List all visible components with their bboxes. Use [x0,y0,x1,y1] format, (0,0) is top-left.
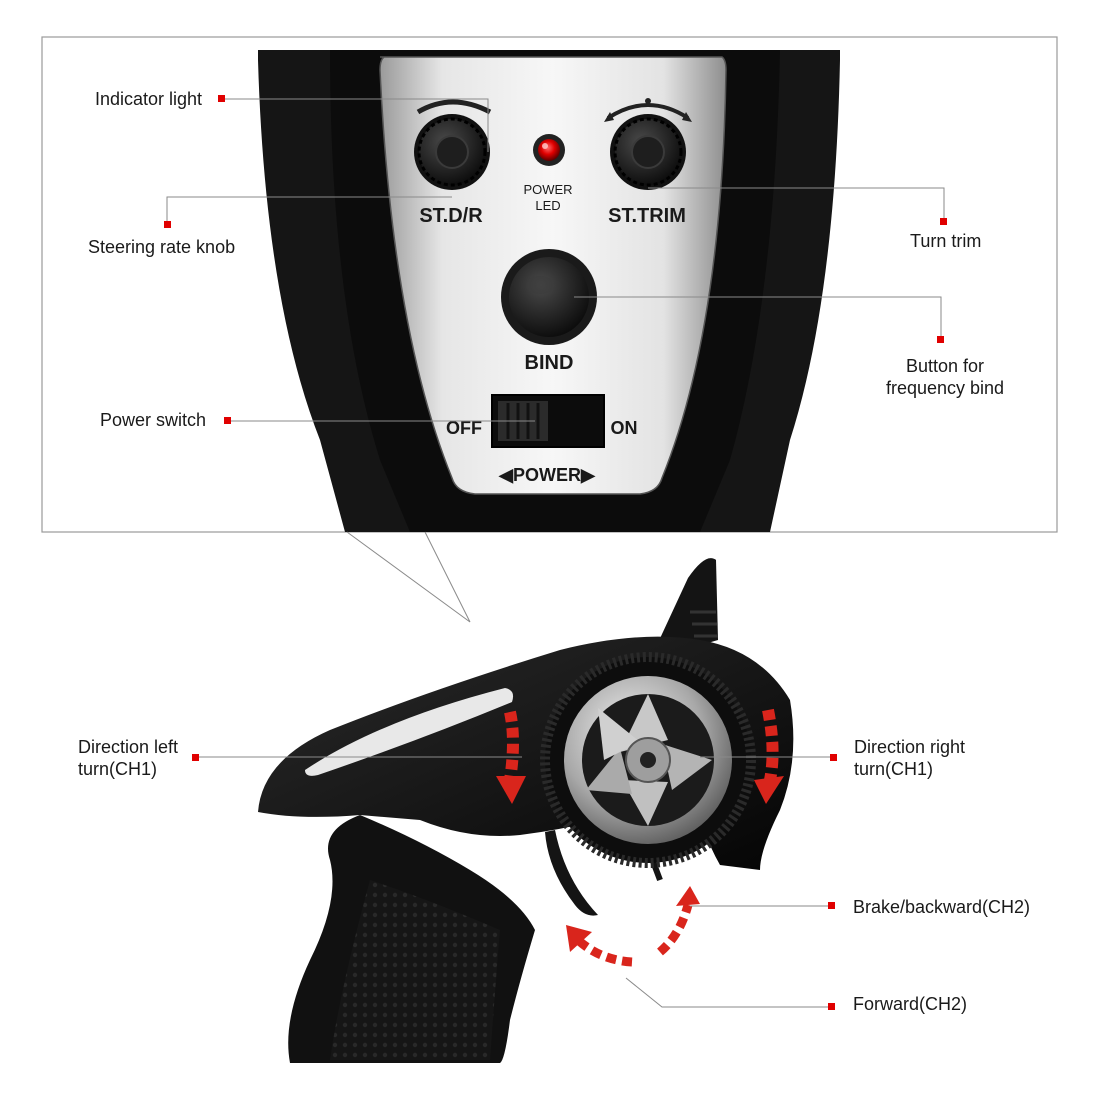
rotate-arrow-icon [496,708,784,967]
callout-bind-button: Button for frequency bind [885,356,1005,398]
knob-right-label: ST.TRIM [608,205,686,227]
callout-steering-rate-knob: Steering rate knob [88,237,236,257]
led-label-line1: POWER [523,182,572,197]
knob-right-arc [606,103,690,120]
leader-bind [574,296,942,339]
callout-direction-right: Direction right turn(CH1) [854,737,966,779]
callout-turn-trim: Turn trim [910,231,982,251]
leader-steering-rate [166,196,452,225]
transmitter-body [258,558,794,1063]
marker-direction-right [830,754,837,761]
marker-turn-trim [940,218,947,225]
callout-forward: Forward(CH2) [853,994,968,1014]
leader-indicator-light [222,98,489,152]
callout-indicator-light: Indicator light [95,89,203,109]
callout-direction-left: Direction left turn(CH1) [78,737,179,779]
bind-button-icon[interactable] [501,249,597,345]
marker-brake [828,902,835,909]
silver-accent-strip [305,688,514,776]
zoom-connector [346,531,471,623]
steering-wheel-icon[interactable] [540,652,756,868]
power-label: ◀POWER▶ [498,465,596,485]
switch-off-label: OFF [446,418,482,438]
bind-label: BIND [525,352,574,374]
marker-power-switch [224,417,231,424]
leader-turn-trim [648,187,945,222]
grip-texture [330,880,500,1060]
trigger-icon[interactable] [545,830,598,916]
trim-center-dot [645,98,651,104]
marker-bind [937,336,944,343]
knob-left-label: ST.D/R [419,205,483,227]
led-icon [533,134,565,166]
marker-steering-rate [164,221,171,228]
callout-power-switch: Power switch [100,410,207,430]
marker-direction-left [192,754,199,761]
marker-indicator-light [218,95,225,102]
callout-brake-backward: Brake/backward(CH2) [853,897,1031,917]
antenna-ribs [690,610,718,638]
leader-forward [625,977,830,1008]
switch-on-label: ON [611,418,638,438]
steering-rate-knob-icon[interactable] [414,114,490,190]
turn-trim-knob-icon[interactable] [610,114,686,190]
inset-panel: ST.D/R POWER LED ST.TRIM BIND [41,36,1058,533]
knob-left-arc [416,99,492,115]
marker-forward [828,1003,835,1010]
led-label-line2: LED [535,198,560,213]
